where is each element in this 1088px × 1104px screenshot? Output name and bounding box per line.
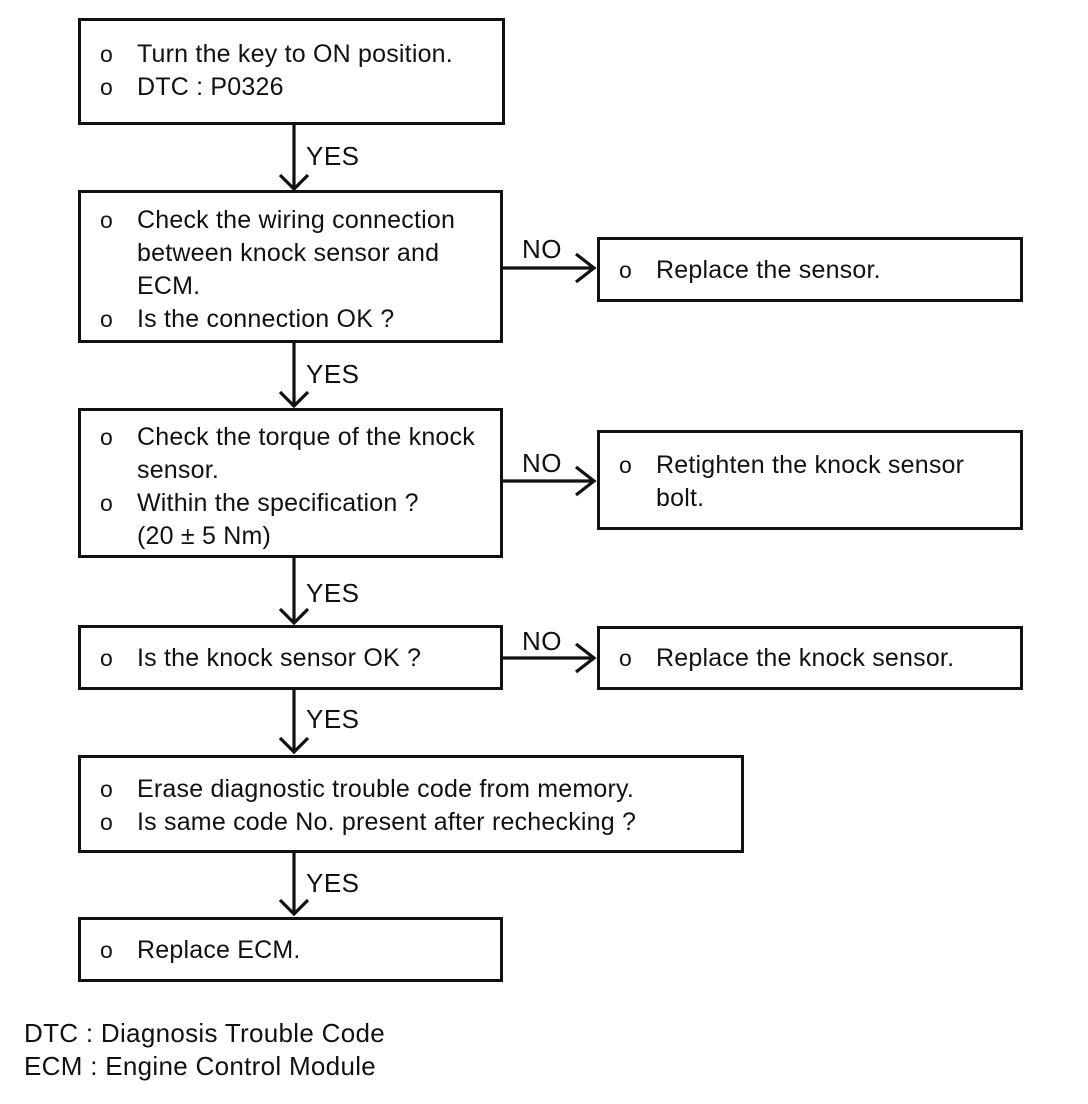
step-text: Is the knock sensor OK ? — [137, 644, 422, 672]
step-box-check-torque: o Check the torque of the knock sensor. … — [78, 408, 503, 558]
no-label-3: NO — [522, 626, 562, 656]
step-line: ECM. — [100, 270, 496, 303]
bullet-marker: o — [100, 207, 113, 233]
bullet-marker: o — [100, 490, 113, 516]
footnote-dtc: DTC : Diagnosis Trouble Code — [24, 1018, 385, 1048]
step-text: Within the specification ? — [137, 489, 419, 517]
step-line: o Is the knock sensor OK ? — [100, 642, 496, 675]
yes-label-3: YES — [306, 578, 360, 608]
step-box-replace-ecm: o Replace ECM. — [78, 917, 503, 982]
step-line: o Is same code No. present after recheck… — [100, 806, 737, 839]
step-text: Is the connection OK ? — [137, 305, 395, 333]
arrow-yes-1 — [278, 125, 310, 192]
step-text: sensor. — [137, 456, 220, 484]
step-line: o Replace ECM. — [100, 934, 496, 967]
step-line: o Replace the knock sensor. — [619, 642, 1016, 675]
step-text: Erase diagnostic trouble code from memor… — [137, 775, 635, 803]
step-box-replace-sensor: o Replace the sensor. — [597, 237, 1023, 302]
arrow-yes-5 — [278, 853, 310, 917]
bullet-marker: o — [619, 645, 632, 671]
bullet-marker: o — [100, 41, 113, 67]
arrow-yes-3 — [278, 558, 310, 626]
arrow-yes-4 — [278, 690, 310, 755]
step-box-turn-key: o Turn the key to ON position. o DTC : P… — [78, 18, 505, 125]
step-box-knock-sensor-ok: o Is the knock sensor OK ? — [78, 625, 503, 690]
step-text: Check the torque of the knock — [137, 423, 475, 451]
step-line: o Replace the sensor. — [619, 254, 1016, 287]
footnote-ecm: ECM : Engine Control Module — [24, 1051, 377, 1081]
step-text: Replace the sensor. — [656, 256, 881, 284]
step-text: (20 ± 5 Nm) — [137, 522, 271, 550]
yes-label-2: YES — [306, 359, 360, 389]
step-line: o Check the torque of the knock — [100, 421, 496, 454]
step-box-erase-dtc: o Erase diagnostic trouble code from mem… — [78, 755, 744, 853]
no-label-2: NO — [522, 448, 562, 478]
arrow-yes-2 — [278, 343, 310, 409]
bullet-marker: o — [100, 645, 113, 671]
step-box-replace-knock-sensor: o Replace the knock sensor. — [597, 626, 1023, 690]
yes-label-4: YES — [306, 704, 360, 734]
step-line: o Turn the key to ON position. — [100, 38, 498, 71]
no-label-1: NO — [522, 234, 562, 264]
step-text: Is same code No. present after recheckin… — [137, 808, 637, 836]
yes-label-1: YES — [306, 141, 360, 171]
step-line: between knock sensor and — [100, 237, 496, 270]
step-text: Turn the key to ON position. — [137, 40, 453, 68]
step-line: o DTC : P0326 — [100, 71, 498, 104]
step-text: Retighten the knock sensor — [656, 451, 965, 479]
step-box-retighten-bolt: o Retighten the knock sensor bolt. — [597, 430, 1023, 530]
step-line: o Retighten the knock sensor — [619, 449, 1016, 482]
bullet-marker: o — [100, 74, 113, 100]
bullet-marker: o — [100, 776, 113, 802]
step-box-check-wiring: o Check the wiring connection between kn… — [78, 190, 503, 343]
bullet-marker: o — [100, 424, 113, 450]
bullet-marker: o — [100, 306, 113, 332]
step-text: bolt. — [656, 484, 705, 512]
step-text: DTC : P0326 — [137, 73, 284, 101]
step-line: o Erase diagnostic trouble code from mem… — [100, 773, 737, 806]
step-line: bolt. — [619, 482, 1016, 515]
step-text: Check the wiring connection — [137, 206, 456, 234]
step-text: ECM. — [137, 272, 201, 300]
step-text: between knock sensor and — [137, 239, 440, 267]
bullet-marker: o — [100, 937, 113, 963]
step-line: sensor. — [100, 454, 496, 487]
step-line: o Within the specification ? — [100, 487, 496, 520]
step-line: o Is the connection OK ? — [100, 303, 496, 336]
step-line: o Check the wiring connection — [100, 204, 496, 237]
step-text: Replace the knock sensor. — [656, 644, 955, 672]
bullet-marker: o — [619, 452, 632, 478]
bullet-marker: o — [100, 809, 113, 835]
yes-label-5: YES — [306, 868, 360, 898]
step-line: (20 ± 5 Nm) — [100, 520, 496, 553]
step-text: Replace ECM. — [137, 936, 301, 964]
bullet-marker: o — [619, 257, 632, 283]
